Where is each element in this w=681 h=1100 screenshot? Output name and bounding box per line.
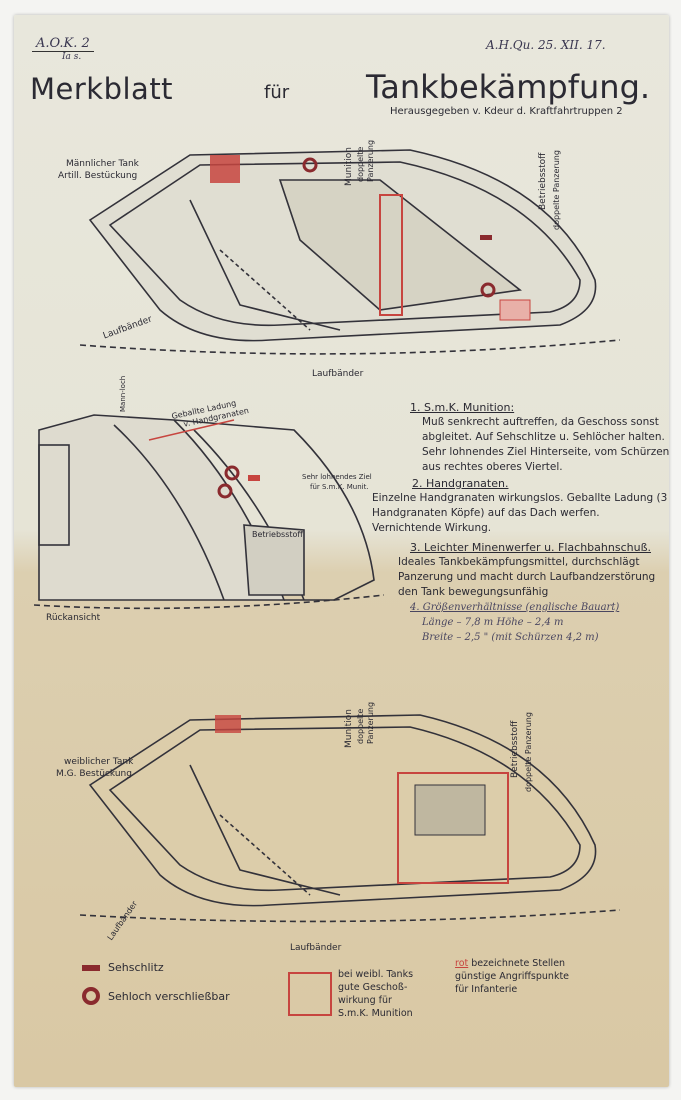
instruction-heading: 3. Leichter Minenwerfer u. Flachbahnschu…: [410, 541, 651, 554]
rear-tank-drawing: [34, 414, 384, 610]
mg-sponson: [414, 784, 486, 836]
label-target-line: Sehr lohnendes Ziel: [302, 473, 372, 481]
title-part3: Tankbekämpfung.: [366, 68, 651, 106]
legend-box-line: gute Geschoß-: [338, 982, 408, 993]
label-munition-armor: doppelte Panzerung: [356, 701, 375, 744]
label-rear-fuel: Betriebsstoff: [252, 530, 303, 539]
note-line: 4. Größenverhältnisse (englische Bauart): [410, 602, 620, 613]
note-line: Länge – 7,8 m Höhe – 2,4 m: [422, 617, 564, 628]
legend-box-line: wirkung für: [338, 995, 392, 1006]
legend-hole-label: Sehloch verschließbar: [108, 989, 230, 1003]
reference-sub: Ia s.: [62, 52, 82, 62]
label-fuel-armor: doppelte Panzerung: [524, 712, 533, 792]
instruction-text: Einzelne Handgranaten wirkungslos. Gebal…: [372, 492, 668, 534]
legend-hole: Sehloch verschließbar: [82, 987, 230, 1005]
title-part2: für: [264, 82, 290, 103]
weak-spot-marking: [397, 772, 509, 884]
sehschlitz-icon: [82, 964, 100, 971]
note-line: Breite – 2,5 " (mit Schürzen 4,2 m): [422, 632, 599, 643]
title-part1: Merkblatt: [30, 72, 174, 106]
instruction-heading: 1. S.m.K. Munition:: [410, 401, 515, 414]
label-fuel: Betriebsstoff: [538, 152, 548, 210]
label-manhole: Mann-loch: [119, 375, 127, 412]
rear-view-caption: Rückansicht: [46, 613, 101, 623]
legend-red-line: für Infanterie: [455, 984, 518, 995]
sehloch-icon: [302, 157, 318, 173]
legend-red-line: günstige Angriffspunkte: [455, 971, 570, 982]
mg-sponson-red: [215, 715, 241, 733]
female-tank-caption: weiblicher Tank M.G. Bestückung: [56, 756, 133, 780]
label-fuel-armor: doppelte Panzerung: [552, 150, 561, 230]
gun-sponson-red: [210, 155, 240, 183]
caption-line: M.G. Bestückung: [56, 769, 132, 779]
instruction-2: 2. Handgranaten. Einzelne Handgranaten w…: [372, 476, 672, 536]
sehschlitz-icon: [480, 235, 492, 240]
subtitle: Herausgegeben v. Kdeur d. Kraftfahrtrupp…: [390, 106, 623, 117]
legend-red-box: [288, 972, 332, 1016]
instruction-1: 1. S.m.K. Munition: Muß senkrecht auftre…: [410, 400, 672, 475]
label-tracks-bottom: Laufbänder: [312, 369, 364, 379]
instruction-heading: 2. Handgranaten.: [412, 477, 509, 490]
legend-slit: Sehschlitz: [82, 961, 164, 974]
sehloch-icon: [217, 483, 233, 499]
label-fuel: Betriebsstoff: [510, 720, 520, 778]
legend-red-line: bezeichnete Stellen: [471, 958, 566, 969]
instruction-text: Ideales Tankbekämpfungsmittel, durchschl…: [398, 556, 656, 598]
legend-box-line: S.m.K. Munition: [338, 1008, 413, 1019]
legend-slit-label: Sehschlitz: [108, 961, 164, 974]
male-tank-caption: Männlicher Tank Artill. Bestückung: [58, 158, 139, 182]
label-munition: Munition: [344, 709, 354, 748]
female-tank-drawing: [80, 714, 620, 923]
sehschlitz-icon: [248, 475, 260, 481]
label-target-line: für S.m.K. Munit.: [310, 483, 369, 491]
male-tank-drawing: [80, 149, 620, 355]
label-munition: Munition: [344, 147, 354, 186]
legend-box-line: bei weibl. Tanks: [338, 969, 414, 980]
instruction-text: Muß senkrecht auftreffen, da Geschoss so…: [422, 416, 670, 473]
legend-red-text: rot bezeichnete Stellen günstige Angriff…: [455, 957, 569, 996]
label-target: Sehr lohnendes Ziel für S.m.K. Munit.: [302, 472, 372, 492]
caption-line: weiblicher Tank: [64, 757, 134, 767]
weak-spot-marking: [379, 194, 403, 316]
sehloch-icon: [224, 465, 240, 481]
caption-line: Artill. Bestückung: [58, 171, 138, 181]
date: A.H.Qu. 25. XII. 17.: [486, 38, 606, 52]
legend-red-word: rot: [455, 958, 469, 969]
sehloch-icon: [82, 987, 100, 1005]
weak-spot-marking: [499, 299, 531, 321]
charge-arrow: [148, 419, 235, 441]
reference-number: A.O.K. 2: [32, 36, 94, 52]
handwritten-note: 4. Größenverhältnisse (englische Bauart)…: [410, 600, 619, 645]
caption-line: Männlicher Tank: [66, 159, 139, 169]
label-tracks-bottom: Laufbänder: [290, 943, 342, 953]
label-munition-armor: doppelte Panzerung: [356, 139, 375, 182]
sehloch-icon: [480, 282, 496, 298]
legend-box-text: bei weibl. Tanks gute Geschoß- wirkung f…: [338, 968, 413, 1020]
instruction-3: 3. Leichter Minenwerfer u. Flachbahnschu…: [398, 540, 672, 600]
